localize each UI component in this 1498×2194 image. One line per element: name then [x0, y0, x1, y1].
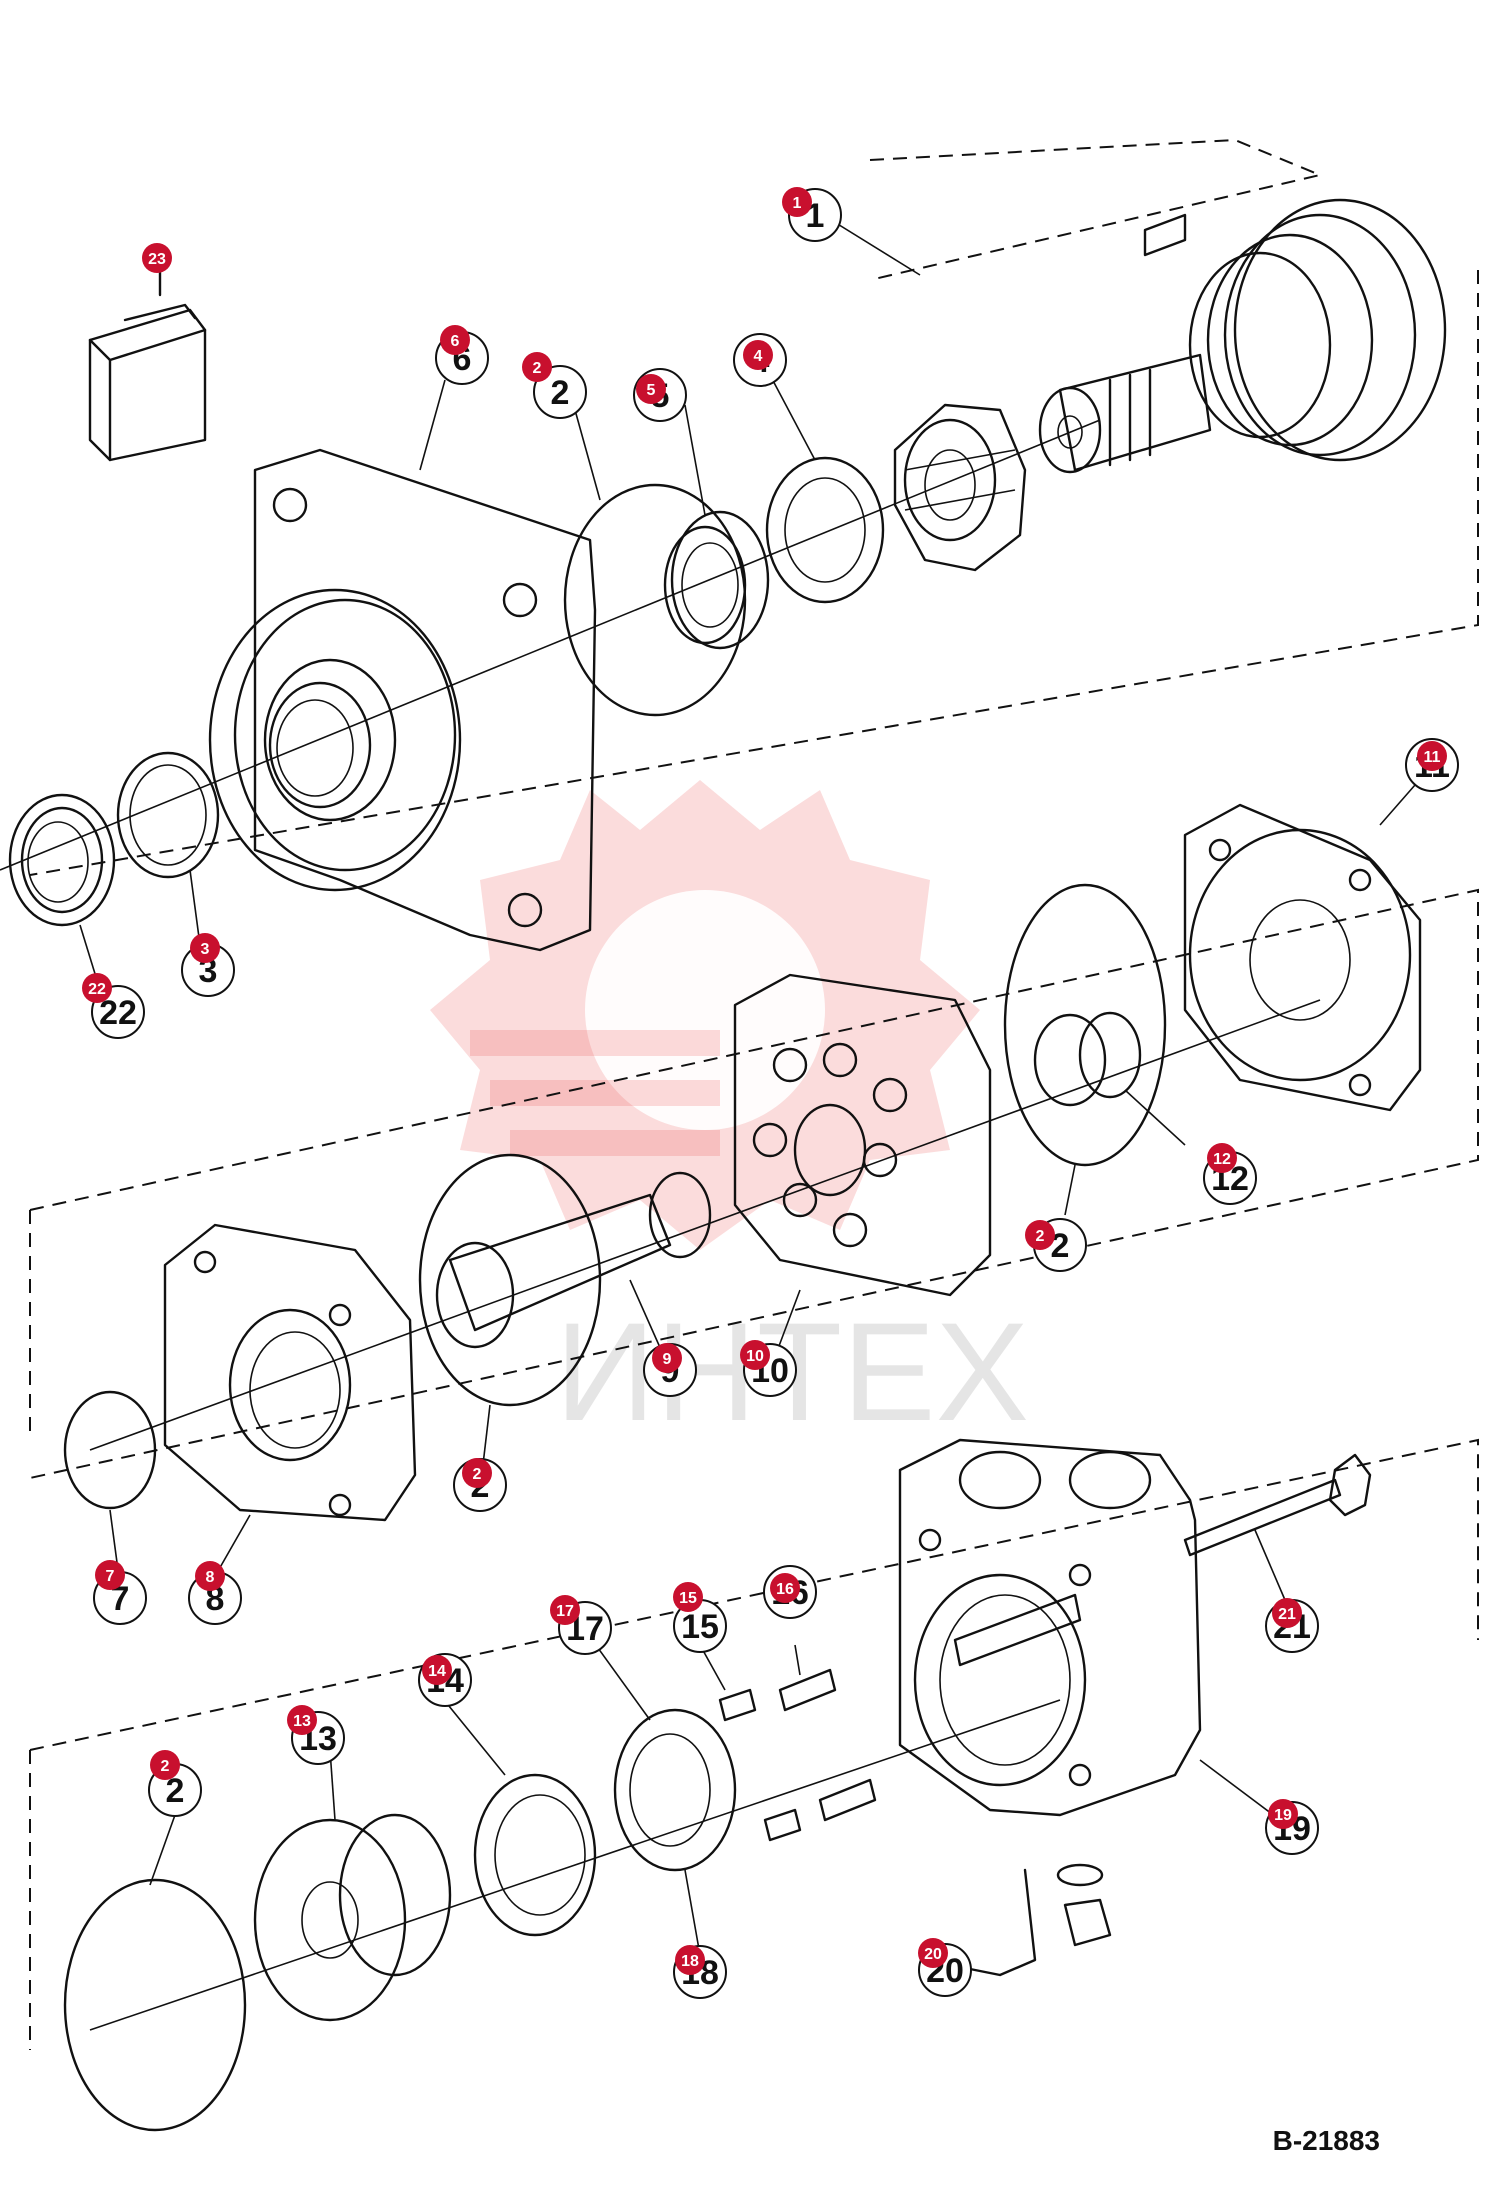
group-boundaries: [29, 138, 1479, 2050]
part-end-plate: [1183, 803, 1422, 1112]
svg-text:2: 2: [551, 374, 570, 412]
part-o-ring-mid-right: [1003, 883, 1167, 1167]
part-drive-shaft: [435, 1171, 712, 1349]
svg-text:10: 10: [746, 1348, 764, 1365]
svg-text:7: 7: [106, 1568, 115, 1585]
callout-23: 23: [142, 243, 172, 273]
svg-text:2: 2: [166, 1772, 185, 1810]
part-castle-nut: [893, 403, 1027, 572]
svg-text:16: 16: [776, 1581, 794, 1598]
part-thrust-washer: [765, 456, 885, 604]
svg-text:2: 2: [1036, 1228, 1045, 1245]
part-mounting-flange: [208, 448, 597, 952]
svg-text:3: 3: [201, 941, 210, 958]
svg-text:2: 2: [473, 1466, 482, 1483]
callout-6: 66: [435, 325, 489, 385]
svg-text:21: 21: [1278, 1606, 1296, 1623]
svg-text:4: 4: [754, 348, 763, 365]
callout-3: 33: [181, 933, 235, 997]
axis-lines: [0, 419, 1321, 2031]
part-ring-3: [116, 751, 220, 879]
svg-text:2: 2: [161, 1758, 170, 1775]
callout-11: 1111: [1405, 738, 1459, 792]
svg-text:8: 8: [206, 1569, 215, 1586]
svg-text:22: 22: [88, 981, 106, 998]
callout-16: 1616: [763, 1565, 817, 1619]
svg-text:6: 6: [451, 333, 460, 350]
svg-text:23: 23: [148, 251, 166, 268]
svg-text:18: 18: [681, 1953, 699, 1970]
svg-text:15: 15: [681, 1608, 719, 1646]
callout-5: 55: [633, 368, 687, 422]
callout-2-top: 22: [522, 352, 587, 419]
svg-text:14: 14: [428, 1663, 446, 1680]
svg-text:12: 12: [1213, 1151, 1231, 1168]
diagram-code: B-21883: [1273, 2125, 1380, 2156]
svg-text:2: 2: [1051, 1227, 1070, 1265]
callout-4: 44: [733, 333, 787, 387]
part-dust-seal-22: [8, 793, 116, 927]
svg-text:7: 7: [111, 1580, 130, 1618]
part-plug: [948, 1863, 1112, 1977]
svg-text:2: 2: [533, 360, 542, 377]
callout-7: 77: [93, 1560, 147, 1625]
svg-text:19: 19: [1274, 1807, 1292, 1824]
part-bolt: [1183, 1453, 1372, 1557]
svg-text:13: 13: [293, 1713, 311, 1730]
svg-text:1: 1: [793, 195, 802, 212]
callout-2-mid-left: 22: [453, 1458, 507, 1512]
svg-text:9: 9: [663, 1351, 672, 1368]
part-output-shaft: [1038, 198, 1447, 474]
watermark-logo: [430, 780, 980, 1250]
svg-text:11: 11: [1424, 749, 1441, 766]
svg-text:15: 15: [679, 1590, 697, 1607]
callout-14: 1414: [418, 1653, 472, 1707]
part-pins-springs: [718, 1668, 877, 1842]
svg-text:17: 17: [556, 1603, 574, 1620]
part-o-ring-mid-left: [418, 1153, 602, 1407]
part-threaded-rod: [953, 1593, 1082, 1667]
part-key-block: [88, 268, 207, 462]
part-seal-17: [613, 1708, 737, 1872]
part-seal-ring: [663, 510, 770, 650]
part-o-ring-bottom: [63, 1878, 247, 2132]
part-clip-ring: [473, 1773, 597, 1937]
part-wear-plate: [163, 1223, 417, 1522]
part-ring-7: [63, 1390, 157, 1510]
callout-1: 11: [782, 187, 842, 242]
part-gerotor: [733, 973, 992, 1297]
part-rotor-cylinder: [253, 1813, 452, 2022]
svg-text:20: 20: [924, 1946, 942, 1963]
svg-text:5: 5: [647, 382, 656, 399]
part-o-ring-upper: [563, 483, 747, 717]
part-valve-housing: [898, 1438, 1202, 1817]
callout-2-bottom: 22: [148, 1750, 202, 1817]
part-spline-coupling: [1033, 1011, 1142, 1107]
callout-9: 99: [643, 1343, 697, 1397]
callout-2-mid-right: 22: [1025, 1218, 1087, 1272]
callout-8: 88: [188, 1561, 242, 1625]
